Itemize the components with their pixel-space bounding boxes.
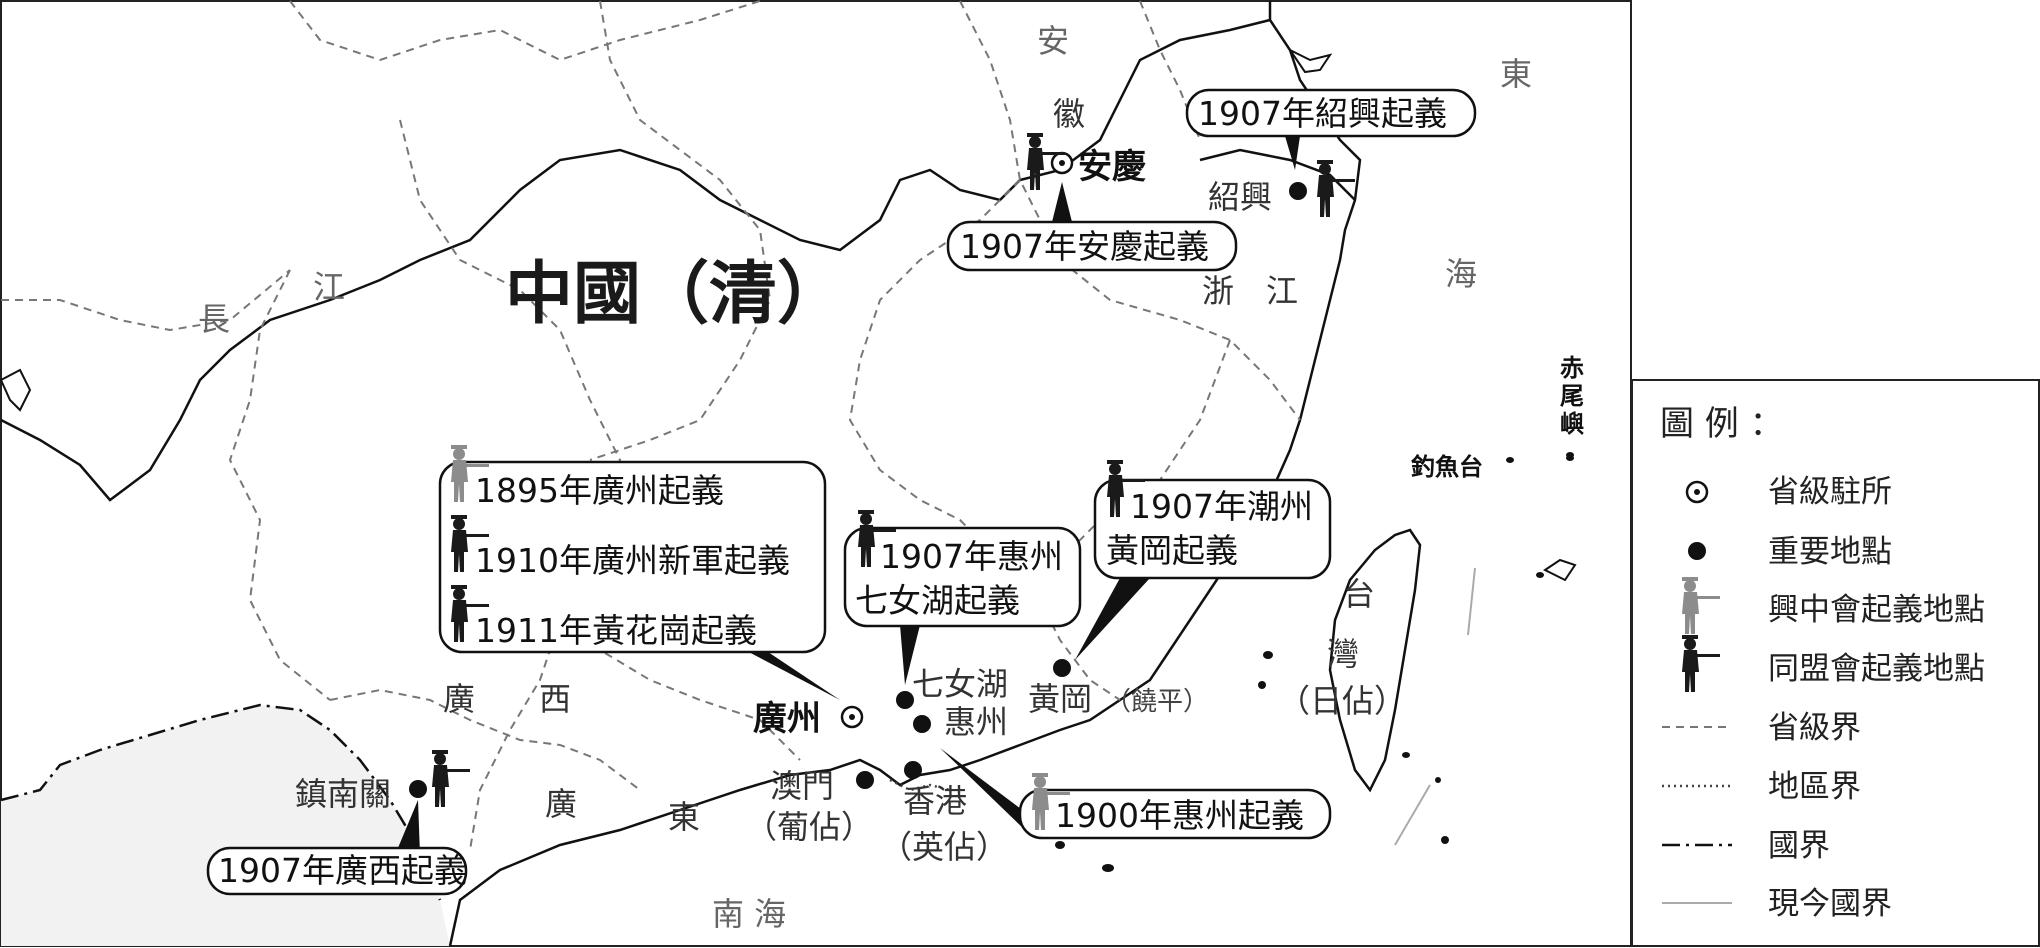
label-east-sea-1: 東: [1500, 55, 1532, 93]
place-zhennanguan: 鎮南關: [295, 775, 391, 813]
callout-huizhou-1907-l1: 1907年惠州: [880, 537, 1063, 576]
chongming-island: [1287, 47, 1333, 74]
label-zhejiang: 浙 江: [1202, 272, 1298, 310]
callout-guangzhou-2: 1910年廣州新軍起義: [475, 541, 790, 580]
place-macau-note: （葡佔）: [745, 808, 873, 846]
callout-box-shaoxing: [1185, 88, 1477, 138]
important-points: [409, 182, 1307, 798]
map-title: 中國（清）: [505, 255, 845, 334]
dot-zhennanguan: [409, 780, 427, 798]
legend-label-provincial-border: 省級界: [1768, 710, 1861, 746]
place-chiwei-3: 嶼: [1560, 410, 1584, 438]
legend-label-national-border: 國界: [1768, 828, 1830, 864]
place-shaoxing: 紹興: [1208, 178, 1272, 216]
label-guangdong-1: 廣: [545, 785, 577, 823]
callout-guangzhou-3: 1911年黃花崗起義: [475, 611, 757, 650]
legend-label-tongmenghui: 同盟會起義地點: [1768, 651, 1985, 687]
callout-huizhou-1900: 1900年惠州起義: [1055, 796, 1304, 835]
dot-hongkong: [904, 761, 922, 779]
callout-guangxi: 1907年廣西起義: [218, 851, 467, 890]
taiwan-island: [1328, 528, 1422, 793]
label-east-sea-2: 海: [1445, 255, 1477, 293]
place-huizhou: 惠州: [944, 703, 1008, 741]
callout-pointers: [395, 136, 1300, 855]
dot-shaoxing: [1289, 182, 1307, 200]
hangzhou-bay: [1199, 148, 1356, 201]
callout-box-anqing: [946, 220, 1238, 272]
label-anhui-1: 安: [1037, 22, 1069, 60]
dot-huanggang: [1053, 659, 1071, 677]
chiwei-islet: [1566, 455, 1574, 461]
legend-box: [1631, 379, 2040, 947]
label-anhui-2: 徽: [1053, 95, 1085, 133]
label-guangdong-2: 東: [668, 798, 700, 836]
callout-box-guangxi: [206, 846, 468, 896]
callout-chaozhou-l2: 黃岡起義: [1106, 531, 1238, 570]
callout-box-huizhou-1907: [843, 526, 1082, 628]
dot-macau: [856, 771, 874, 789]
place-raoping: （饒平）: [1105, 687, 1209, 717]
modern-border-1: [1467, 567, 1476, 636]
lake-west: [0, 368, 32, 412]
provincial-seat-guangzhou: [840, 705, 864, 729]
legend-label-district-border: 地區界: [1768, 769, 1861, 805]
place-hongkong-note: （英佔）: [880, 828, 1008, 866]
yangtze-river: [0, 18, 1271, 502]
label-guangxi: 廣 西: [443, 680, 571, 718]
national-border: [0, 703, 442, 901]
label-south-sea: 南 海: [712, 895, 786, 933]
legend-label-provincial-seat: 省級駐所: [1768, 474, 1892, 510]
label-changjiang-1: 長: [198, 300, 230, 338]
place-hongkong: 香港: [903, 782, 967, 820]
label-taiwan-1: 台: [1343, 575, 1375, 613]
callout-box-chaozhou: [1093, 478, 1332, 580]
dot-huizhou: [913, 715, 931, 733]
china-coastline: [448, 1, 1362, 947]
place-anqing: 安慶: [1078, 147, 1146, 187]
legend-label-modern-border: 現今國界: [1768, 886, 1892, 922]
place-qinuhu: 七女湖: [912, 665, 1008, 703]
island-shape: [1543, 558, 1577, 582]
callout-guangzhou-1: 1895年廣州起義: [475, 471, 724, 510]
provincial-seat-anqing: [1050, 151, 1074, 175]
label-taiwan-2: 灣: [1327, 635, 1359, 673]
dot-qinuhu: [896, 691, 914, 709]
modern-border-2: [1394, 784, 1431, 846]
place-huanggang: 黃岡: [1028, 680, 1092, 718]
small-islands: [1055, 452, 1574, 872]
place-diaoyutai: 釣魚台: [1411, 453, 1483, 481]
callout-box-huizhou-1900: [1018, 788, 1332, 840]
callout-box-guangzhou: [438, 460, 827, 654]
callout-huizhou-1907-l2: 七女湖起義: [855, 581, 1020, 620]
place-chiwei-2: 尾: [1560, 382, 1584, 410]
callout-chaozhou-l1: 1907年潮州: [1130, 487, 1313, 526]
callout-anqing: 1907年安慶起義: [960, 227, 1209, 266]
legend-label-important-point: 重要地點: [1768, 534, 1892, 570]
legend-label-xingzhonghui: 興中會起義地點: [1768, 592, 1985, 628]
place-guangzhou: 廣州: [753, 699, 821, 739]
label-taiwan-3: （日佔）: [1278, 682, 1406, 720]
place-macau: 澳門: [770, 767, 834, 805]
legend-symbol-important-point: [1688, 542, 1706, 560]
legend-title: 圖 例 ：: [1660, 404, 1784, 444]
place-chiwei-1: 赤: [1560, 354, 1584, 382]
callout-shaoxing: 1907年紹興起義: [1198, 94, 1447, 133]
label-changjiang-2: 江: [313, 268, 345, 306]
legend-symbol-provincial-seat: [1685, 480, 1709, 504]
